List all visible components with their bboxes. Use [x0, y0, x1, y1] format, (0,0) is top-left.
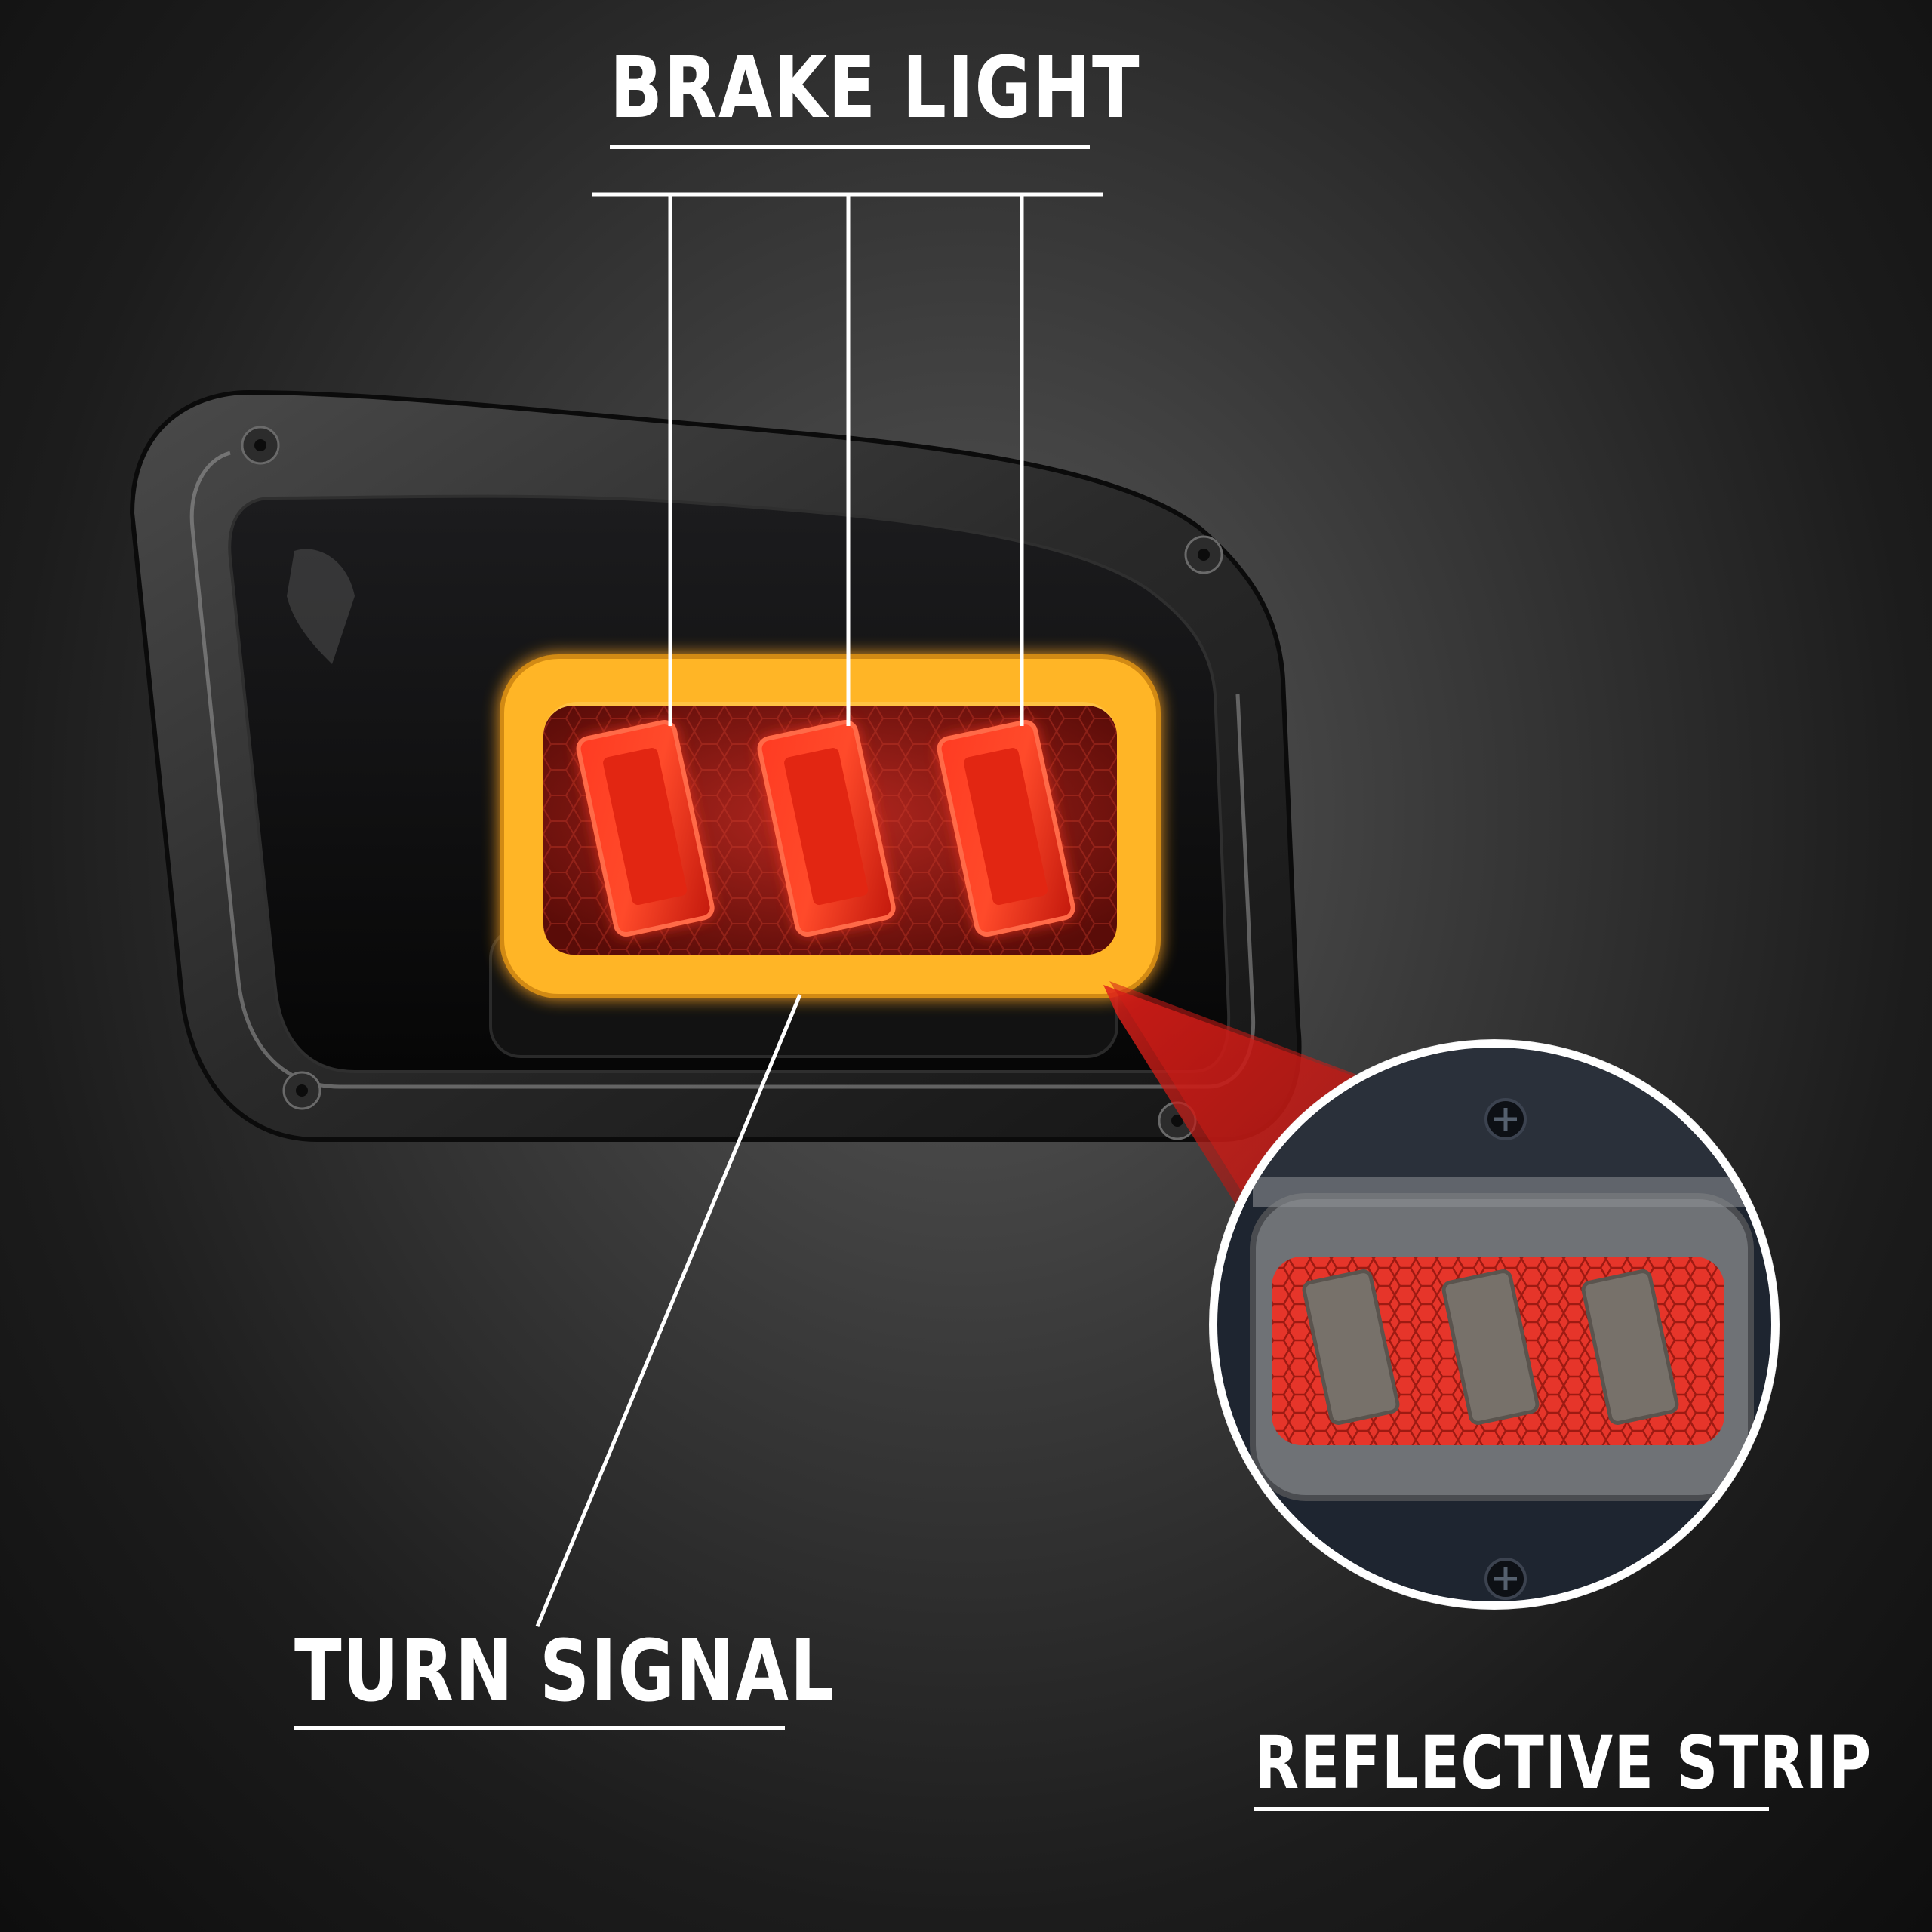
turn-signal-underline: [294, 1726, 785, 1730]
zoom-screw-bottom: [1484, 1558, 1527, 1600]
brake-light-underline: [610, 145, 1090, 149]
screw-top-right: [1184, 535, 1223, 574]
turn-signal-callout-line: [535, 994, 802, 1627]
turn-signal-label: TURN SIGNAL: [294, 1623, 835, 1721]
screw-top-left: [241, 426, 280, 465]
brake-led-bar-3: [937, 719, 1075, 937]
brake-led-bar-2: [757, 719, 896, 937]
brake-led-bar-1: [576, 719, 715, 937]
cavity-reflection: [287, 549, 355, 664]
zoom-screw-top: [1484, 1098, 1527, 1140]
brake-light-label: BRAKE LIGHT: [610, 39, 1141, 137]
screw-bottom-left: [282, 1071, 321, 1110]
reflective-strip-underline: [1254, 1807, 1769, 1811]
brake-light-callout: [592, 192, 1103, 726]
brake-led-bars: [576, 719, 1075, 937]
reflective-strip-zoom: [1209, 1039, 1780, 1610]
reflective-strip-label: REFLECTIVE STRIP: [1254, 1721, 1872, 1805]
